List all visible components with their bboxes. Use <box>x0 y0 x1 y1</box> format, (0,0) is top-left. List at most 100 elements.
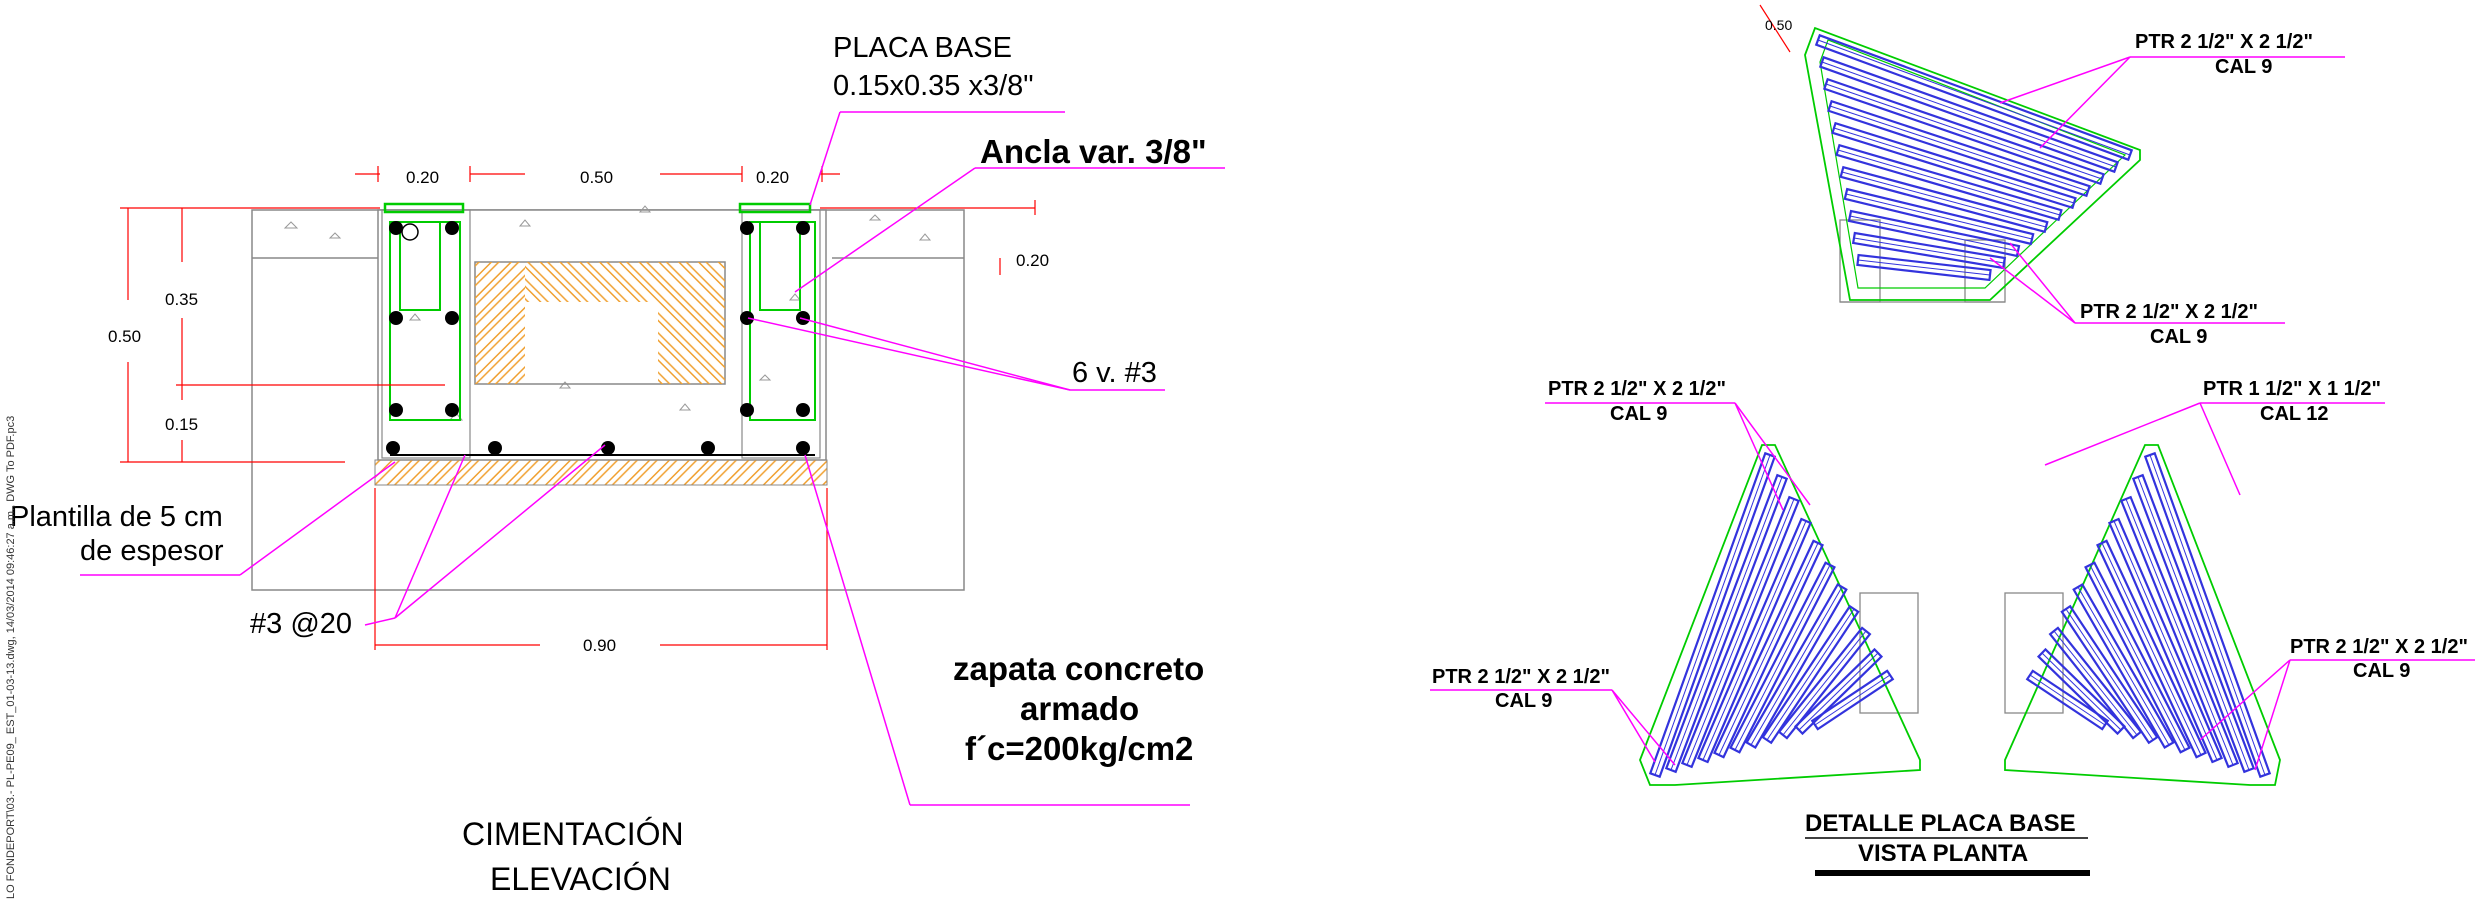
dim-top-mid: 0.50 <box>580 168 613 187</box>
ptr-tube <box>1822 77 2106 186</box>
ptr-tube <box>1761 604 1860 745</box>
ptr-tube-centerline <box>1821 61 2117 168</box>
right-ptr-top-a: PTR 1 1/2" X 1 1/2" <box>2203 378 2381 400</box>
ptr-tube <box>1827 99 2091 198</box>
ptr-tube-centerline <box>1782 630 1867 736</box>
ptr-tube <box>1648 451 1777 779</box>
zapata-label-1: zapata concreto <box>953 650 1204 687</box>
plate-label-2: 0.15x0.35 x3/8" <box>833 70 1034 102</box>
ptr-tube <box>2036 647 2127 736</box>
ptr-tube-centerline <box>1849 215 2019 252</box>
dim-small: 0.50 <box>1765 17 1792 33</box>
ptr-tube <box>1835 143 2063 222</box>
ptr-tube-centerline <box>1833 127 2075 204</box>
ptr-tube-centerline <box>1817 39 2131 156</box>
plan-title-2: VISTA PLANTA <box>1858 840 2028 867</box>
rebar-label: #3 @20 <box>250 608 352 640</box>
elevation-view: 0.20 0.50 0.20 0.20 0.35 0.50 0.15 0.90 … <box>5 32 1225 899</box>
ptr-tube <box>2084 561 2191 754</box>
ptr-tube <box>1664 473 1789 774</box>
stirrup-right <box>749 221 816 421</box>
br-post <box>2004 592 2064 714</box>
ptr-tube-centerline <box>2053 630 2138 736</box>
bl-plate-outline <box>1639 444 1921 786</box>
rebar-open-circle <box>401 223 419 241</box>
dim-top-right: 0.20 <box>756 168 789 187</box>
ptr-tube-centerline <box>2077 586 2170 746</box>
ptr-tube <box>1856 253 1992 282</box>
void-hatch-top <box>525 262 658 302</box>
ptr-tube-centerline <box>2089 564 2186 751</box>
small-dim <box>1759 4 1791 53</box>
ptr-tube-centerline <box>1841 171 2047 228</box>
top-detail <box>1804 26 2141 303</box>
left-ptr-bot-b: CAL 9 <box>1495 690 1552 712</box>
ptr-tube-centerline <box>2125 498 2234 766</box>
dim-050: 0.50 <box>108 327 141 346</box>
left-ptr-top-a: PTR 2 1/2" X 2 1/2" <box>1548 378 1726 400</box>
top-tubes <box>1814 33 2134 282</box>
ptr-tube <box>2025 669 2110 731</box>
base-plate-left <box>383 202 465 214</box>
dim-035: 0.35 <box>165 290 198 309</box>
ptr-tube <box>2048 626 2143 740</box>
ptr-tube <box>2060 604 2159 745</box>
base-plate-right <box>738 202 812 214</box>
ptr-tube <box>2143 451 2272 779</box>
ptr-tube-centerline <box>1857 259 1991 276</box>
bars-label: 6 v. #3 <box>1072 357 1157 389</box>
ptr-tube-centerline <box>2029 674 2106 726</box>
bl-tubes <box>1648 451 1895 779</box>
dimension-lines <box>120 166 1036 650</box>
plate-label-1: PLACA BASE <box>833 32 1012 64</box>
anchor-label: Ancla var. 3/8" <box>980 133 1207 170</box>
ptr-tube <box>1847 209 2021 258</box>
ptr-tube <box>1810 669 1895 731</box>
dim-top-left: 0.20 <box>406 168 439 187</box>
anchor-left <box>399 222 441 311</box>
top-ptr-1b: CAL 9 <box>2215 56 2272 78</box>
ptr-tube <box>1745 583 1848 749</box>
plan-title-1: DETALLE PLACA BASE <box>1805 810 2076 837</box>
bl-post <box>1859 592 1919 714</box>
dim-right: 0.20 <box>1016 251 1049 270</box>
zapata-label-3: f´c=200kg/cm2 <box>965 730 1193 767</box>
ptr-tube <box>1818 55 2120 174</box>
ptr-tube-centerline <box>1702 520 1807 761</box>
plantilla-layer <box>374 459 828 486</box>
ptr-tube-centerline <box>1718 542 1819 756</box>
br-tubes <box>2025 451 2272 779</box>
top-ptr-1a: PTR 2 1/2" X 2 1/2" <box>2135 31 2313 53</box>
top-post <box>1839 219 1881 303</box>
ptr-tube-centerline <box>2041 652 2122 731</box>
ptr-tube <box>1777 626 1872 740</box>
right-ptr-top-b: CAL 12 <box>2260 403 2329 425</box>
bottom-left-detail <box>1639 444 1921 786</box>
dim-bottom: 0.90 <box>583 636 616 655</box>
footing-concrete <box>377 209 827 461</box>
dim-015: 0.15 <box>165 415 198 434</box>
leader-lines <box>80 111 1225 806</box>
left-ptr-bot-a: PTR 2 1/2" X 2 1/2" <box>1432 666 1610 688</box>
top-plate-outline <box>1804 26 2141 301</box>
anchor-right <box>759 222 801 311</box>
ptr-tube-centerline <box>2137 476 2250 771</box>
ptr-tube-centerline <box>1825 83 2103 180</box>
file-stamp: LO FONDEPORT\03.- PL-PE09_ EST_01-03-13.… <box>5 416 17 899</box>
top-ptr-2a: PTR 2 1/2" X 2 1/2" <box>2080 301 2258 323</box>
ptr-tube <box>1729 561 1836 754</box>
ptr-tube-centerline <box>1837 149 2061 216</box>
zapata-label-2: armado <box>1020 690 1139 727</box>
ptr-tube-centerline <box>1670 476 1783 771</box>
ptr-tube-centerline <box>2101 542 2202 756</box>
ptr-tube-centerline <box>2149 454 2266 776</box>
ptr-tube-centerline <box>2065 608 2154 741</box>
void-hatch-left <box>475 262 525 384</box>
ptr-tube-centerline <box>1750 586 1843 746</box>
ptr-tube <box>1793 647 1884 736</box>
bottom-right-detail <box>2004 444 2281 786</box>
top-leaders <box>1989 56 2345 324</box>
ptr-tube-centerline <box>1814 674 1891 726</box>
ptr-tube <box>1713 539 1824 759</box>
